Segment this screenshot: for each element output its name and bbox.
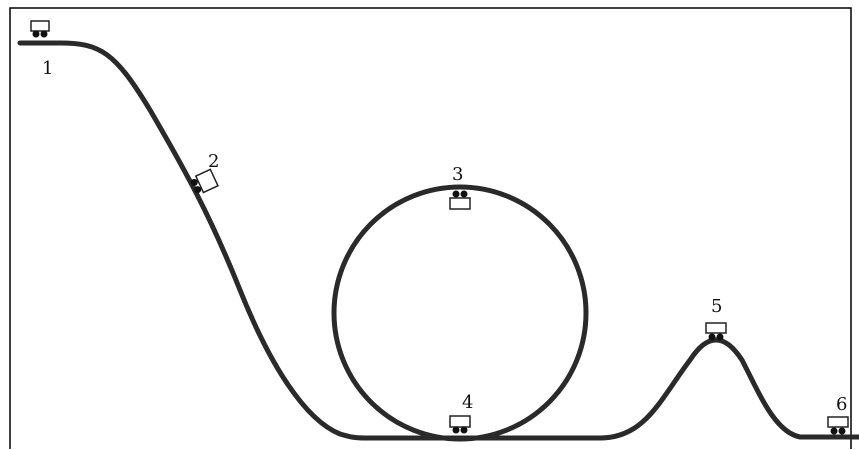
track — [17, 40, 859, 441]
label-position-3: 3 — [452, 164, 463, 185]
loop-track — [331, 184, 589, 442]
label-position-4: 4 — [462, 392, 473, 413]
label-position-5: 5 — [711, 296, 722, 317]
cart-position-4 — [449, 415, 471, 434]
cart-position-6 — [827, 416, 849, 435]
label-position-2: 2 — [208, 151, 219, 172]
cart-position-1 — [30, 20, 50, 38]
label-position-6: 6 — [836, 394, 847, 415]
cart-position-2 — [190, 168, 219, 194]
cart-position-3 — [449, 190, 471, 210]
cart-position-5 — [705, 322, 727, 341]
diagram-frame — [9, 7, 852, 449]
label-position-1: 1 — [42, 58, 53, 79]
